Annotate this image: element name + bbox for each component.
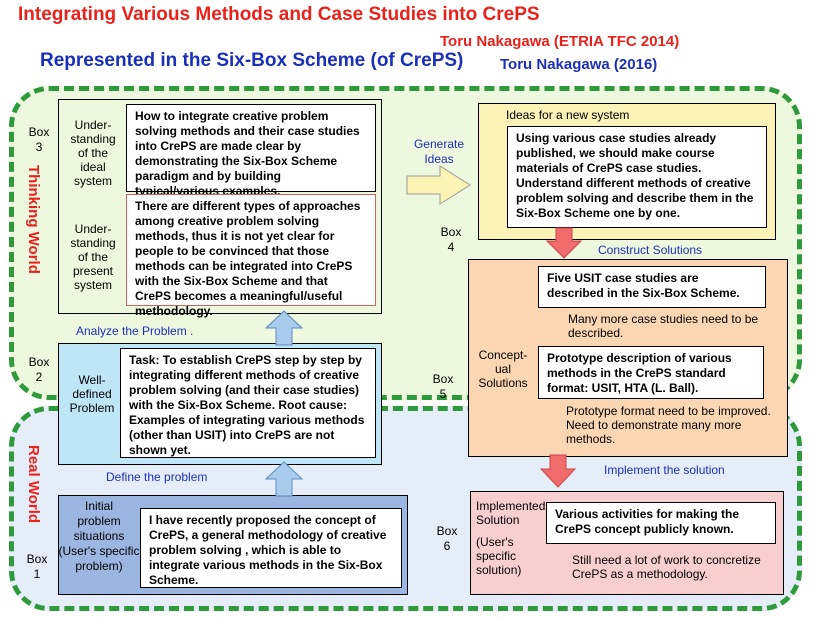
generate-arrow xyxy=(406,165,471,205)
diagram-title: Integrating Various Methods and Case Stu… xyxy=(18,4,540,25)
implement-solution-label: Implement the solution xyxy=(604,463,725,477)
box3-ideal-text: How to integrate creative problem solvin… xyxy=(126,104,376,198)
author-2014: Toru Nakagawa (ETRIA TFC 2014) xyxy=(440,33,680,50)
real-world-label: Real World xyxy=(25,445,42,524)
thinking-world-label: Thinking World xyxy=(25,165,42,274)
diagram-subtitle: Represented in the Six-Box Scheme (of Cr… xyxy=(40,50,464,71)
analyze-arrow xyxy=(264,310,304,346)
box3-present-text: There are different types of approaches … xyxy=(126,194,376,318)
box1-text: I have recently proposed the concept of … xyxy=(140,508,402,588)
box2-text: Task: To establish CrePS step by step by… xyxy=(120,348,376,458)
author-2016: Toru Nakagawa (2016) xyxy=(500,56,658,73)
box6-text: Various activities for making the CrePS … xyxy=(546,502,776,544)
box5-note1: Many more case studies need to be descri… xyxy=(568,312,759,340)
box5-item2: Prototype description of various methods… xyxy=(538,346,764,399)
implement-arrow xyxy=(539,454,577,488)
construct-arrow xyxy=(545,227,583,259)
construct-solutions-label: Construct Solutions xyxy=(598,243,703,257)
box4-label: Ideas for a new system xyxy=(506,108,630,122)
box6-note: Still need a lot of work to concretize C… xyxy=(572,553,761,581)
box5-note2: Prototype format need to be improved. Ne… xyxy=(566,404,771,446)
box5-item1: Five USIT case studies are described in … xyxy=(538,266,766,308)
analyze-problem-label: Analyze the Problem . xyxy=(76,324,194,338)
define-problem-label: Define the problem xyxy=(106,470,208,484)
box4-text: Using various case studies already publi… xyxy=(507,126,767,228)
define-arrow xyxy=(264,461,304,497)
